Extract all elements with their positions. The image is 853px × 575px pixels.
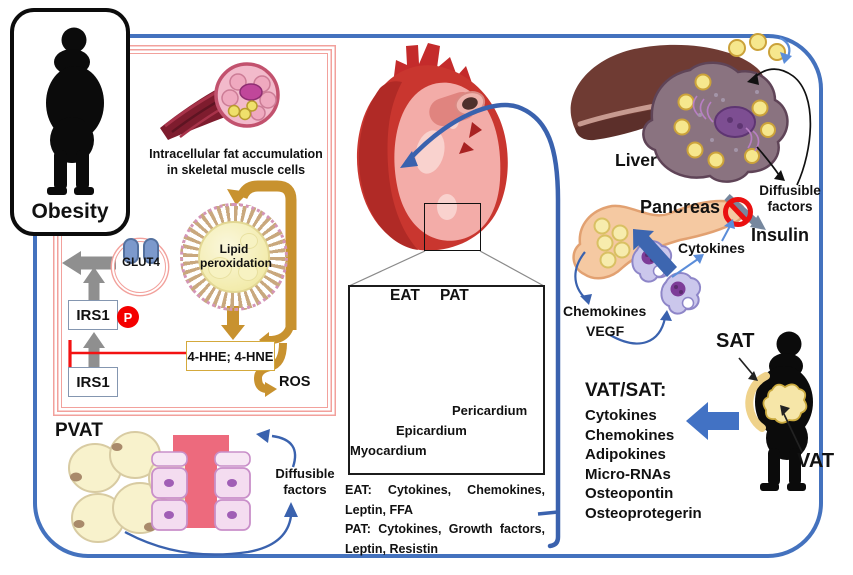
vat-sat-heading: VAT/SAT: (585, 380, 667, 401)
heart-zoom-rect (424, 203, 481, 251)
obesity-box: Obesity (10, 8, 130, 236)
vat-sat-item: Cytokines (585, 407, 657, 424)
obese-silhouette-icon (46, 27, 104, 195)
ros-label: ROS (279, 374, 311, 390)
vat-sat-item: Micro-RNAs (585, 465, 671, 483)
glut4-channel-icon (123, 238, 139, 264)
chemokines-label: Chemokines (563, 303, 647, 319)
epicardium-label: Epicardium (396, 423, 467, 438)
irs1-phosphorylated-box: IRS1 (68, 300, 118, 330)
muscle-caption: Intracellular fat accumulation in skelet… (138, 146, 334, 178)
pat-secretions-items: Cytokines, Growth factors, Leptin, Resis… (345, 522, 545, 556)
muscle-caption-line1: Intracellular fat accumulation (149, 147, 323, 161)
vat-sat-item: Osteopontin (585, 485, 674, 502)
aldehydes-box: 4-HHE; 4-HNE (186, 341, 275, 371)
eat-secretions-items: Cytokines, Chemokines, Leptin, FFA (345, 483, 545, 517)
myocardium-label: Myocardium (350, 443, 427, 458)
sat-label: SAT (716, 330, 755, 352)
glut4-channel-icon (143, 238, 159, 264)
vat-sat-item: Osteoprotegerin (585, 504, 702, 522)
lipid-droplet-core: Lipid peroxidation (198, 221, 273, 293)
vegf-label: VEGF (586, 323, 625, 339)
vat-sat-item: Chemokines (585, 426, 675, 444)
lipid-peroxidation-label: Lipid peroxidation (200, 242, 273, 270)
muscle-caption-line2: in skeletal muscle cells (166, 163, 306, 177)
pancreas-label: Pancreas (640, 197, 721, 217)
irs1-box: IRS1 (68, 367, 118, 397)
lipid-bubble (208, 257, 232, 279)
pat-secretions-label: PAT: (345, 522, 371, 536)
cytokines-label: Cytokines (678, 240, 745, 256)
eat-secretions-label: EAT: (345, 483, 372, 497)
vat-sat-item: Adipokines (585, 446, 666, 463)
pat-label: PAT (440, 287, 469, 304)
insulin-label: Insulin (751, 225, 809, 245)
pericardium-label: Pericardium (452, 403, 528, 418)
eat-pat-secretions-text: EAT: Cytokines, Chemokines, Leptin, FFA … (345, 481, 545, 559)
phospho-badge: P (117, 306, 139, 328)
vat-sat-secretions-list: VAT/SAT: Cytokines Chemokines Adipokines… (585, 380, 702, 523)
eat-label: EAT (390, 287, 420, 304)
pvat-diffusible-factors-label: Diffusible factors (275, 466, 335, 497)
vat-label: VAT (797, 450, 835, 472)
liver-label: Liver (615, 150, 657, 170)
liver-diffusible-factors-label: Diffusible factors (759, 183, 821, 214)
glut4-label: GLUT4 (122, 257, 160, 269)
pvat-title: PVAT (55, 420, 103, 441)
figure-border (33, 34, 823, 558)
lipid-droplet: Lipid peroxidation (180, 203, 288, 311)
obesity-title: Obesity (31, 200, 109, 223)
